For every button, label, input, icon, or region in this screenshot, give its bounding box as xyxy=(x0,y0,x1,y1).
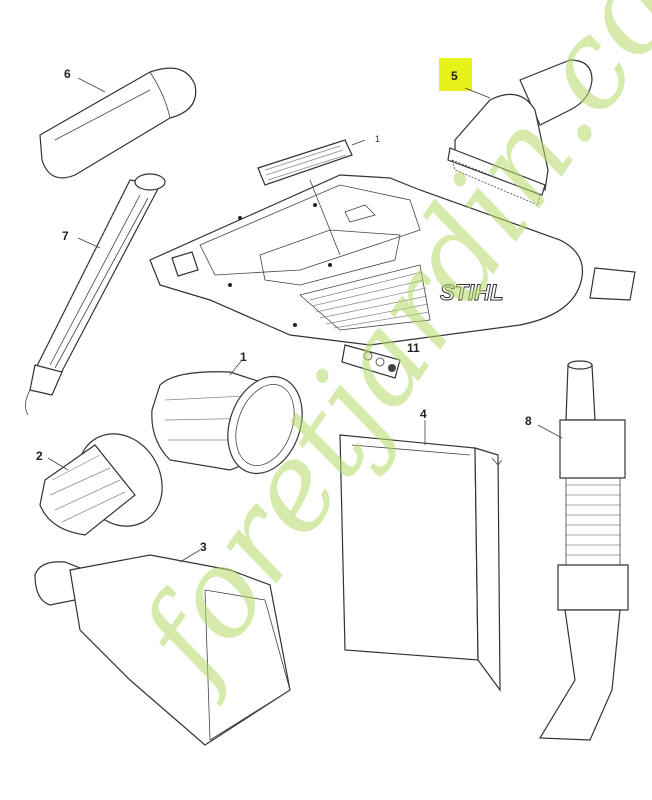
part-6-nozzle[interactable] xyxy=(39,67,197,179)
callout-5: 5 xyxy=(451,69,458,83)
part-7-extension-tube[interactable] xyxy=(25,173,166,416)
part-1-filter-housing[interactable] xyxy=(151,366,315,484)
leader-line xyxy=(464,87,491,99)
part-5-brush-nozzle[interactable] xyxy=(447,59,593,206)
leader-line xyxy=(537,424,563,439)
leader-line xyxy=(179,549,201,563)
part-3-wide-nozzle[interactable] xyxy=(34,554,291,746)
callout-7: 7 xyxy=(62,229,69,243)
leader-line xyxy=(229,359,243,376)
callout-11: 11 xyxy=(407,341,420,355)
callout-8: 8 xyxy=(525,414,532,428)
leader-line xyxy=(47,457,69,471)
stihl-logo: STIHL xyxy=(440,280,504,305)
callout-2: 2 xyxy=(36,449,43,463)
part-11-warning-label[interactable] xyxy=(341,344,401,379)
callout-6: 6 xyxy=(64,67,71,81)
main-body-blower[interactable]: STIHL xyxy=(149,174,636,346)
vent-grille xyxy=(309,271,430,329)
highlight-box xyxy=(439,58,472,91)
part-label-sticker xyxy=(257,139,353,186)
callout-4: 4 xyxy=(420,407,427,421)
leader-line xyxy=(351,139,366,146)
callout-1: 1 xyxy=(240,350,247,364)
callout-1-sticker: 1 xyxy=(375,134,380,144)
leader-line xyxy=(309,179,341,256)
callout-3: 3 xyxy=(200,540,207,554)
part-8-flexible-hose[interactable] xyxy=(538,360,629,741)
leader-line xyxy=(77,77,106,93)
part-4-bag[interactable] xyxy=(339,434,503,692)
leader-line xyxy=(77,237,101,249)
